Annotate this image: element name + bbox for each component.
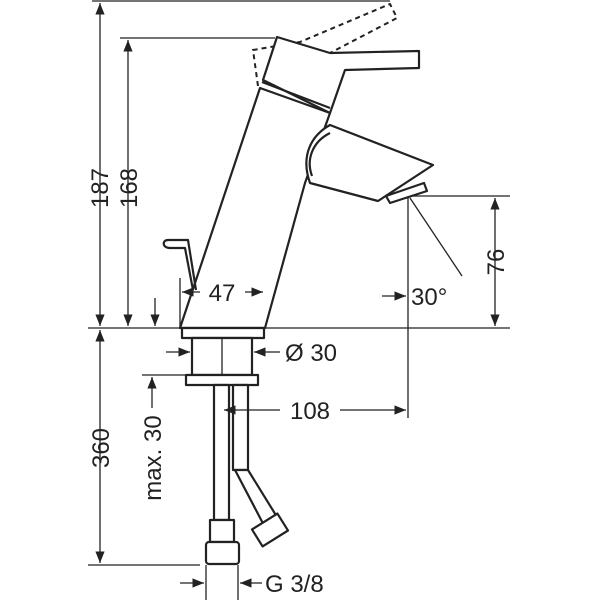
dim-total-height: 187 (87, 168, 114, 208)
mounting-parts (180, 326, 290, 566)
dim-spout-height: 76 (483, 249, 510, 276)
dim-lever-height: 168 (116, 168, 143, 208)
dimension-lines (95, 3, 500, 588)
dim-shank-diameter: Ø 30 (285, 340, 337, 367)
dim-body-width: 47 (209, 280, 236, 307)
faucet-body (162, 2, 435, 330)
dim-max-counter-thickness: max. 30 (140, 415, 167, 500)
dim-connection-thread: G 3/8 (265, 571, 324, 598)
dim-projection: 108 (290, 398, 330, 425)
dim-hose-length: 360 (88, 428, 115, 468)
dim-spout-angle: 30° (411, 284, 447, 311)
